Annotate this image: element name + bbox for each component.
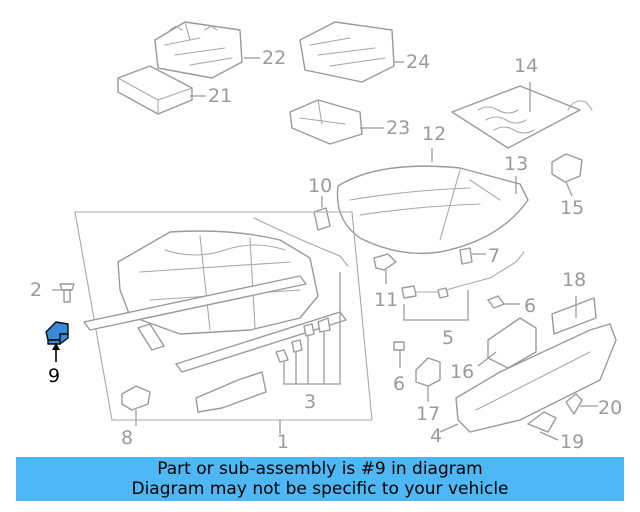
part-18-switch [551,297,597,335]
banner-line-2: Diagram may not be specific to your vehi… [131,479,509,499]
part-22-module [154,21,243,79]
part-1-frame-box [74,211,373,421]
callout-9: 9 [48,365,60,387]
callout-2: 2 [30,279,42,301]
part-9-highlighted [45,321,69,362]
callout-6a: 6 [524,295,536,317]
callout-20: 20 [598,397,622,419]
part-14-heater-mat [451,85,593,149]
callout-14: 14 [514,55,538,77]
part-15-connector [551,153,583,183]
banner-line-1: Part or sub-assembly is #9 in diagram [157,459,483,479]
callout-23: 23 [386,117,410,139]
callout-12: 12 [422,123,446,145]
callout-8: 8 [121,427,133,449]
part-20-knob [565,393,583,415]
callout-15: 15 [560,197,584,219]
part-21-module [117,65,193,115]
part-24-module [299,21,395,83]
part-seat-motor [137,323,165,351]
callout-24: 24 [406,51,430,73]
callout-1: 1 [277,431,289,453]
part-17-switch [415,357,441,387]
part-10-clip [313,207,331,231]
callout-7: 7 [488,245,500,267]
callout-17: 17 [416,403,440,425]
part-23-bracket [289,99,363,145]
part-19-knob [527,411,557,433]
callout-18: 18 [562,269,586,291]
callout-3: 3 [304,391,316,413]
callout-6b: 6 [393,373,405,395]
part-lumbar-motor [195,371,267,413]
part-12-cushion [336,165,529,255]
callout-22: 22 [262,47,286,69]
callout-19: 19 [560,431,584,453]
part-2-bolt [59,283,75,303]
callout-16: 16 [450,361,474,383]
callout-10: 10 [308,175,332,197]
leader-lines [52,57,598,441]
callout-4: 4 [430,425,442,447]
part-5-harness [401,251,525,299]
part-8-cover [121,385,151,411]
part-3-clips [275,317,331,363]
part-4-side-panel [455,323,617,433]
callout-5: 5 [442,327,454,349]
callout-11: 11 [374,289,398,311]
part-7-clip [459,247,473,265]
callout-21: 21 [208,85,232,107]
part-11-cap [373,253,397,271]
callout-13: 13 [504,153,528,175]
info-banner: Part or sub-assembly is #9 in diagram Di… [16,457,624,501]
